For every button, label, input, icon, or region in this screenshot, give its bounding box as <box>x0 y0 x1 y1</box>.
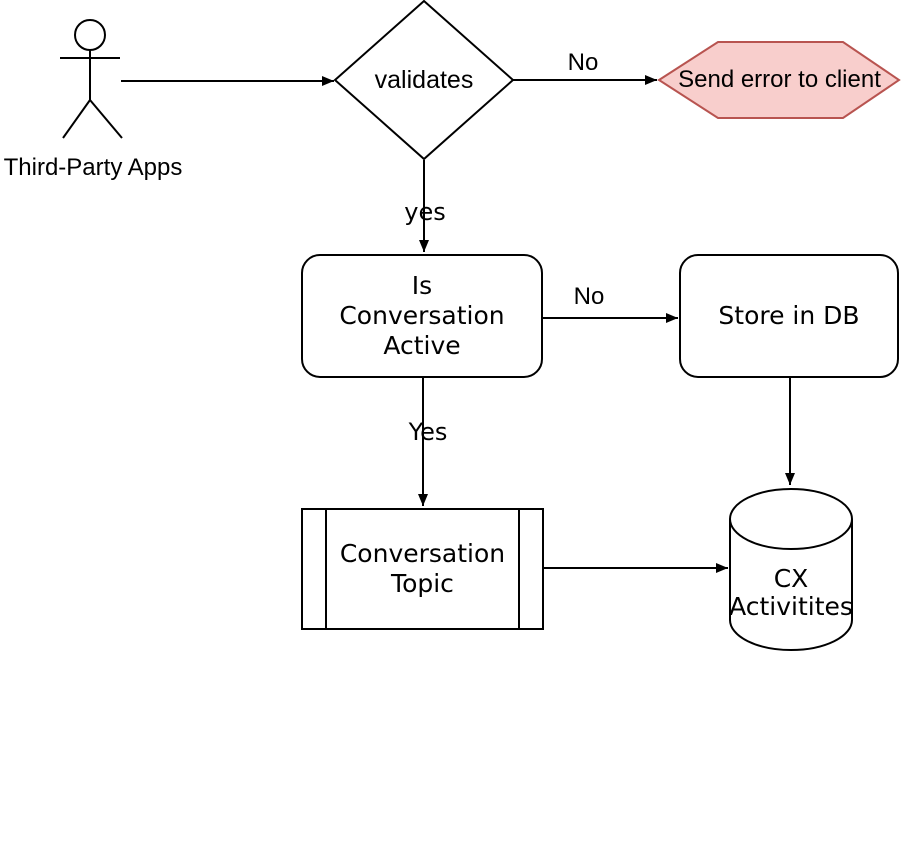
cx-activities-label: CX Activitites <box>729 564 853 621</box>
edge-label-no-store: No <box>573 283 605 310</box>
cylinder-top-lip <box>729 518 853 550</box>
actor-head <box>74 19 106 51</box>
box-store-in-db <box>679 254 899 378</box>
actor-label: Third-Party Apps <box>3 154 183 181</box>
send-error-label: Send error to client <box>678 66 881 93</box>
actor-figure <box>60 19 123 139</box>
decision-diamond-validates <box>333 0 515 161</box>
cylinder-cx-activities <box>729 488 853 651</box>
actor-leg-right <box>89 99 123 139</box>
conversation-topic-outline <box>301 508 544 630</box>
cylinder-body <box>729 488 853 651</box>
hexagon-send-error <box>657 41 901 119</box>
box-is-conversation-active <box>301 254 543 378</box>
box-conversation-topic <box>301 508 544 630</box>
validates-label: validates <box>374 66 474 94</box>
edge-label-no-send-error: No <box>567 49 599 76</box>
store-in-db-label: Store in DB <box>718 301 860 330</box>
is-conversation-active-label: Is Conversation Active <box>339 271 505 360</box>
edge-label-yes-topic: Yes <box>408 418 448 446</box>
edge-label-yes-active: yes <box>404 198 446 226</box>
actor-leg-left <box>62 99 91 139</box>
conversation-topic-label: Conversation Topic <box>339 539 506 598</box>
